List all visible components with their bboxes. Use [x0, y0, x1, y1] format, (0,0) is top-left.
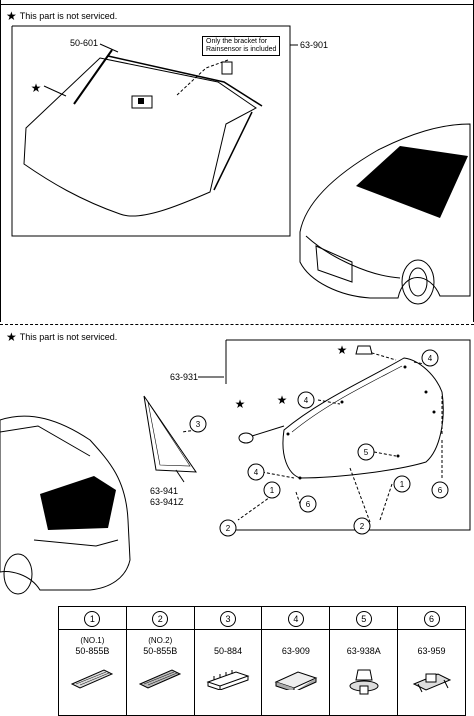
svg-text:★: ★	[277, 393, 288, 407]
tape-strip-icon	[139, 669, 182, 689]
tape-strip-icon	[71, 669, 114, 689]
note-text: This part is not serviced.	[19, 11, 118, 21]
star-icon: ★	[6, 8, 17, 23]
callout-line-1: Only the bracket for	[206, 38, 268, 45]
label-63-941: 63-941	[150, 486, 179, 496]
svg-text:3: 3	[196, 420, 201, 429]
label-63-941z: 63-941Z	[150, 497, 184, 507]
legend-code: 63-909	[281, 646, 310, 656]
legend-code: 50-855B	[75, 646, 110, 656]
not-serviced-note-top: ★ This part is not serviced.	[6, 8, 118, 23]
windshield-outline	[23, 57, 257, 217]
legend-number: 2	[152, 611, 169, 627]
label-63-901: 63-901	[300, 40, 329, 50]
label-63-931: 63-931	[170, 372, 199, 382]
svg-text:4: 4	[254, 468, 259, 477]
windshield-highlight	[356, 146, 468, 218]
svg-text:1: 1	[270, 486, 275, 495]
label-50-601: 50-601	[70, 38, 99, 48]
svg-text:4: 4	[428, 354, 433, 363]
svg-text:1: 1	[400, 480, 405, 489]
legend-code: 63-959	[417, 646, 446, 656]
legend-number: 1	[84, 611, 101, 627]
svg-text:2: 2	[226, 524, 231, 533]
callout-line-2: Rainsensor is included	[206, 46, 277, 53]
svg-text:5: 5	[364, 448, 369, 457]
legend-sub: (NO.1)	[80, 636, 105, 645]
legend-item-4: 4 63-909	[262, 607, 331, 715]
left-border	[0, 0, 1, 322]
clip-fastener-icon	[349, 669, 379, 695]
legend-code: 50-855B	[143, 646, 178, 656]
rubber-block-icon	[274, 671, 318, 690]
legend-number: 6	[423, 611, 440, 627]
legend-code: 50-884	[214, 646, 243, 656]
svg-text:4: 4	[304, 396, 309, 405]
section-divider	[0, 324, 474, 325]
svg-text:★: ★	[31, 81, 42, 95]
rainsensor-callout: Only the bracket for Rainsensor is inclu…	[202, 36, 281, 56]
quarter-glass-outline	[143, 395, 197, 473]
legend-item-5: 5 63-938A	[330, 607, 399, 715]
star-icon: ★	[6, 329, 17, 344]
legend-item-3: 3 50-884	[194, 607, 263, 715]
top-frame	[0, 0, 474, 5]
svg-text:6: 6	[306, 500, 311, 509]
bracket-clip-icon	[412, 673, 451, 693]
legend-sub: (NO.2)	[148, 636, 173, 645]
note-text: This part is not serviced.	[19, 332, 118, 342]
svg-text:2: 2	[360, 522, 365, 531]
svg-text:6: 6	[438, 486, 443, 495]
spacer-block-icon	[206, 670, 250, 690]
legend-number: 4	[287, 611, 304, 627]
svg-text:★: ★	[337, 343, 348, 357]
svg-text:★: ★	[235, 397, 246, 411]
rear-glass-highlight	[40, 476, 116, 530]
legend-item-2: 2 (NO.2) 50-855B	[126, 607, 195, 715]
parts-legend: 1 (NO.1) 50-855B 2 (NO.2) 50-855B 3 50-8…	[58, 606, 466, 716]
legend-code: 63-938A	[346, 646, 381, 656]
legend-number: 3	[220, 611, 237, 627]
rear-glass-outline	[282, 357, 444, 479]
legend-number: 5	[355, 611, 372, 627]
legend-item-6: 6 63-959	[398, 607, 465, 715]
not-serviced-note-bottom: ★ This part is not serviced.	[6, 329, 118, 344]
legend-item-1: 1 (NO.1) 50-855B	[59, 607, 127, 715]
